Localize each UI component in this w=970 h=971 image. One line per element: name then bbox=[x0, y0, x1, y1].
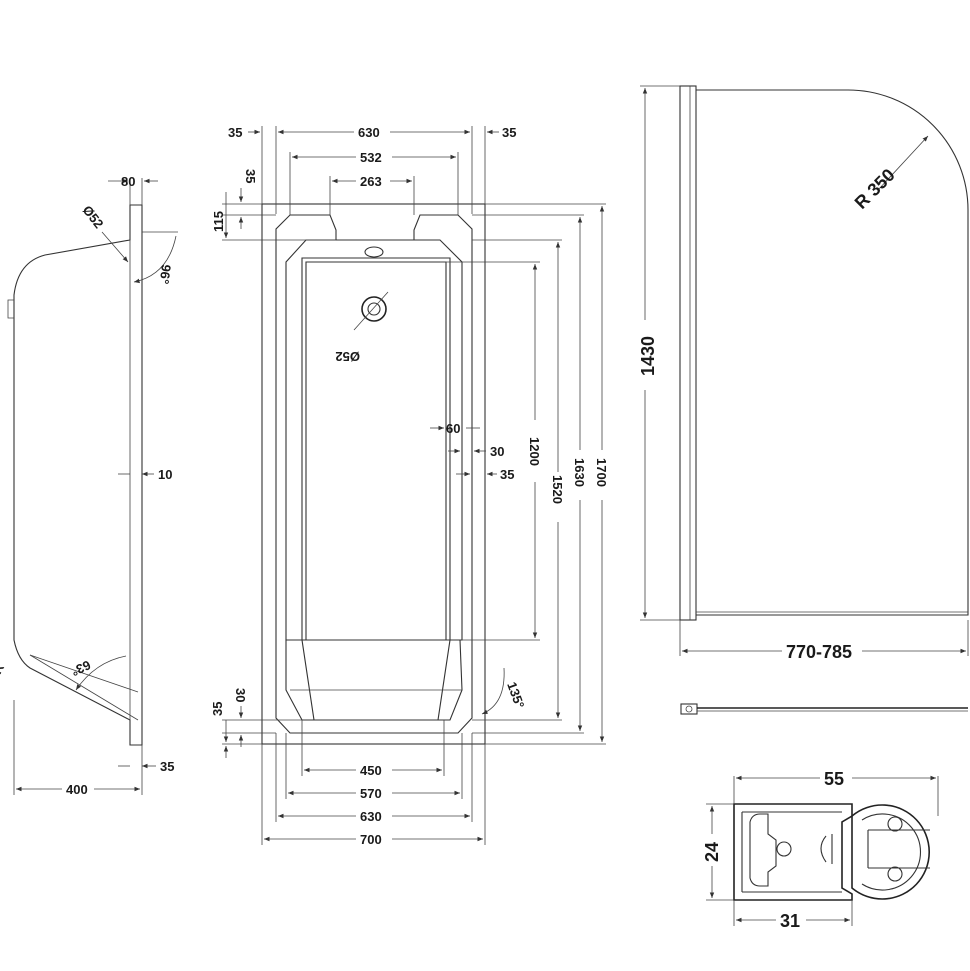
plan-bottom-450-label: 450 bbox=[360, 763, 382, 778]
plan-top-left-rim-label: 35 bbox=[228, 125, 242, 140]
side-angle-63-label: 63° bbox=[69, 657, 93, 679]
profile-hinge-barrel bbox=[851, 804, 931, 900]
bath-basin-upper bbox=[285, 239, 463, 641]
plan-right-1200-label: 1200 bbox=[527, 437, 542, 466]
plan-top-263-label: 263 bbox=[360, 174, 382, 189]
bath-basin-lower bbox=[285, 639, 463, 721]
bath-inner-rim bbox=[275, 214, 473, 734]
plan-top-right-rim-label: 35 bbox=[502, 125, 516, 140]
side-view: 80 Ø52 96° 10 63° R 35 400 bbox=[0, 174, 178, 797]
plan-left-30-label: 30 bbox=[233, 688, 248, 702]
side-profile-outline bbox=[13, 204, 143, 746]
screen-hinge-post bbox=[679, 85, 697, 621]
profile-detail: 55 24 31 bbox=[702, 769, 939, 931]
plan-left-35-bottom-label: 35 bbox=[210, 702, 225, 716]
screen-radius-label: R 350 bbox=[851, 165, 899, 213]
screen-plan-hinge bbox=[680, 703, 698, 715]
plan-right-1700-label: 1700 bbox=[594, 458, 609, 487]
screen-height-label: 1430 bbox=[638, 336, 658, 376]
plan-right-30-label: 30 bbox=[490, 444, 504, 459]
plan-bottom-630-label: 630 bbox=[360, 809, 382, 824]
side-width-label: 80 bbox=[121, 174, 135, 189]
plan-left-115-label: 115 bbox=[211, 211, 226, 232]
waste-diam-label: Ø52 bbox=[335, 349, 360, 364]
screen-width-label: 770-785 bbox=[786, 642, 852, 662]
profile-base-label: 31 bbox=[780, 911, 800, 931]
plan-right-60-label: 60 bbox=[446, 421, 460, 436]
plan-right-35-label: 35 bbox=[500, 467, 514, 482]
bath-outer-rim bbox=[261, 203, 486, 745]
bath-basin-floor bbox=[305, 261, 447, 641]
plan-top-532-label: 532 bbox=[360, 150, 382, 165]
side-diam-label: Ø52 bbox=[80, 203, 107, 232]
side-angle-96-label: 96° bbox=[157, 264, 174, 285]
plan-top-630-label: 630 bbox=[358, 125, 380, 140]
profile-height-label: 24 bbox=[702, 842, 722, 862]
side-wall-label: 10 bbox=[158, 467, 172, 482]
screen-glass-panel bbox=[696, 89, 969, 616]
waste-inner bbox=[367, 302, 381, 316]
side-radius-label: R bbox=[0, 661, 7, 677]
plan-right-1520-label: 1520 bbox=[550, 475, 565, 504]
profile-width-label: 55 bbox=[824, 769, 844, 789]
plan-bottom-570-label: 570 bbox=[360, 786, 382, 801]
profile-wall-channel bbox=[733, 803, 853, 901]
side-rim-label: 35 bbox=[160, 759, 174, 774]
side-depth-label: 400 bbox=[66, 782, 88, 797]
plan-view: Ø52 35 630 35 532 263 35 115 bbox=[210, 125, 609, 847]
plan-left-35-top-label: 35 bbox=[243, 169, 258, 183]
screen-elevation: R 350 1430 770-785 bbox=[638, 85, 969, 715]
overflow-hole bbox=[364, 246, 384, 258]
waste-outer bbox=[361, 296, 387, 322]
plan-angle-135-label: 135° bbox=[504, 680, 527, 710]
plan-right-1630-label: 1630 bbox=[572, 458, 587, 487]
plan-bottom-700-label: 700 bbox=[360, 832, 382, 847]
